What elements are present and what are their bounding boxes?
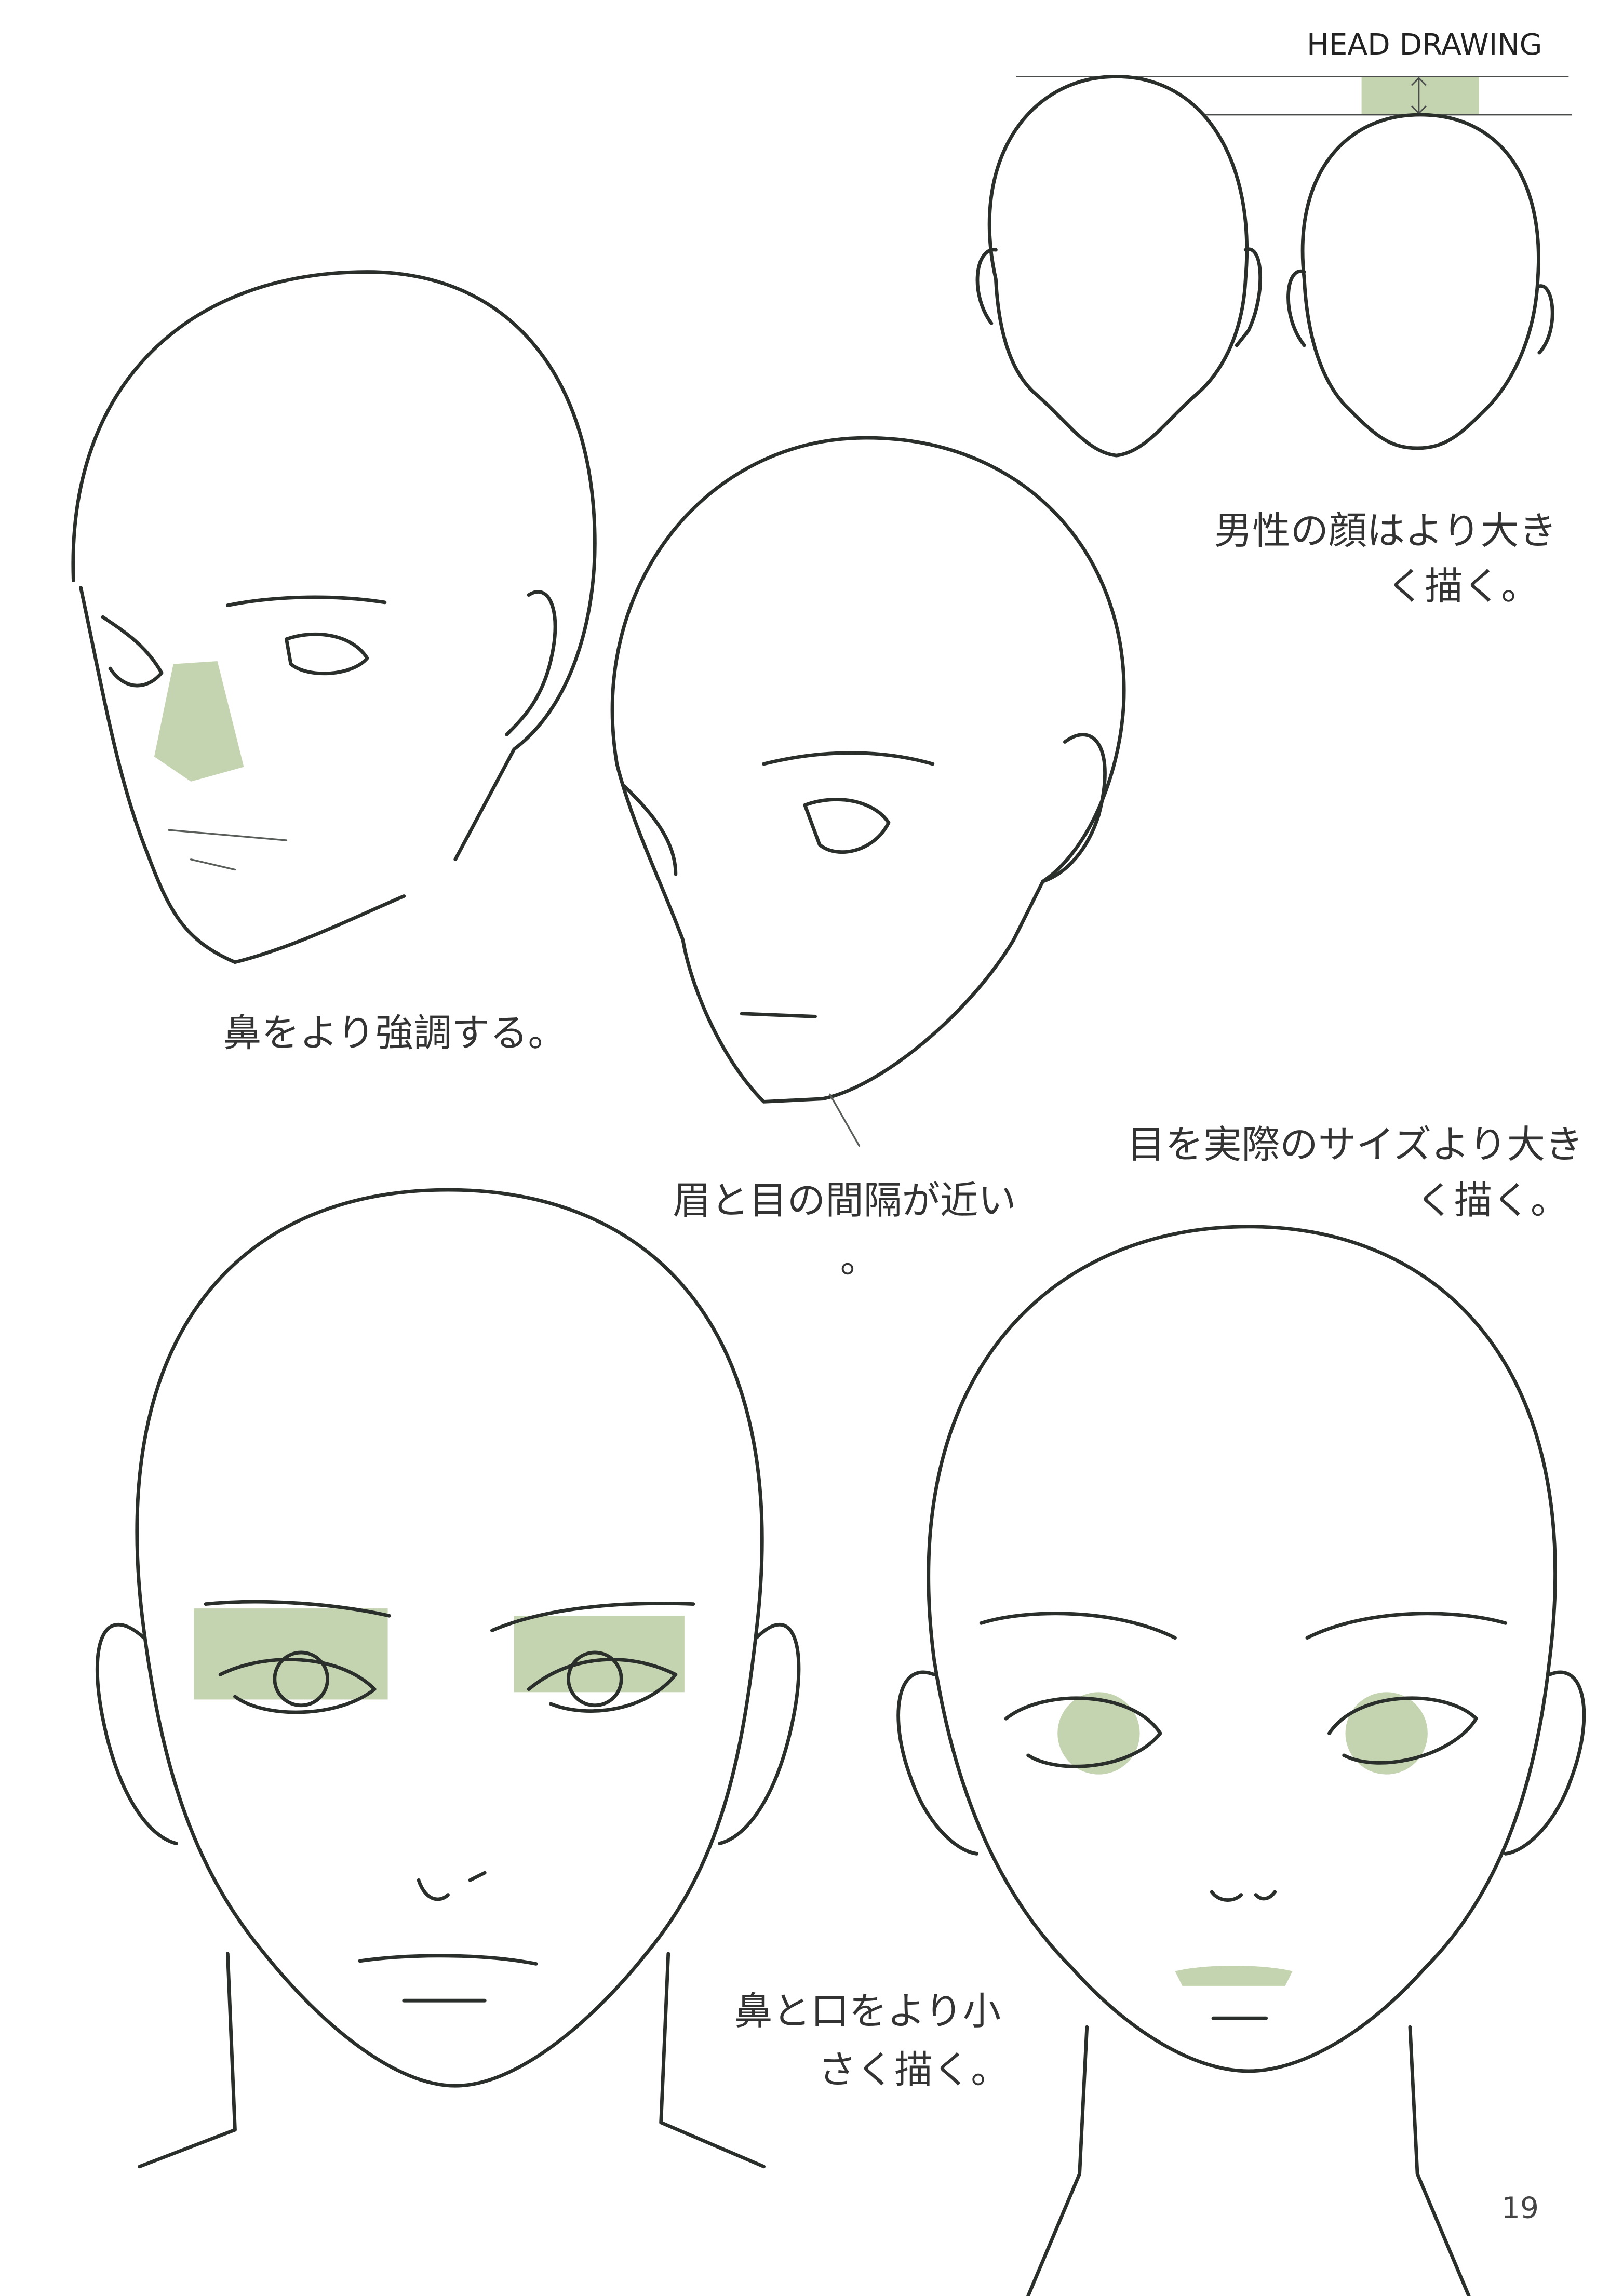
female-front-head <box>896 1225 1586 2296</box>
male-head-outline <box>987 75 1249 458</box>
female-head-outline <box>1300 113 1540 450</box>
caption-brow-eye-gap-line1: 眉と目の間隔が近い <box>673 1178 1016 1223</box>
header-title: HEAD DRAWING <box>1307 28 1542 62</box>
left-eye-highlight <box>1057 1692 1140 1775</box>
caption-male-face-larger-line1: 男性の顔はより大き <box>1214 509 1557 553</box>
female-ear <box>1286 269 1554 355</box>
nose-highlight <box>154 661 244 782</box>
caption-male-face-larger-line2: く描く。 <box>1387 565 1539 609</box>
caption-eyes-larger-line2: く描く。 <box>1416 1178 1568 1223</box>
page-number: 19 <box>1501 2191 1539 2225</box>
male-front-head <box>95 1188 801 2169</box>
male-ear <box>975 247 1263 347</box>
male-three-quarter-head <box>71 270 597 964</box>
height-difference-highlight <box>1361 76 1479 115</box>
caption-nose-mouth-smaller-line1: 鼻と口をより小 <box>734 1989 1001 2033</box>
head-size-comparison <box>975 75 1572 458</box>
lips-highlight <box>1175 1966 1293 1986</box>
caption-eyes-larger-line1: 目を実際のサイズより大き <box>1127 1123 1584 1167</box>
caption-emphasize-nose: 鼻をより強調する。 <box>223 1011 566 1055</box>
caption-brow-eye-gap-line2: 。 <box>840 1237 879 1281</box>
right-eye-highlight <box>1345 1692 1428 1775</box>
caption-nose-mouth-smaller-line2: さく描く。 <box>818 2048 1009 2092</box>
female-three-quarter-head <box>610 436 1126 1147</box>
